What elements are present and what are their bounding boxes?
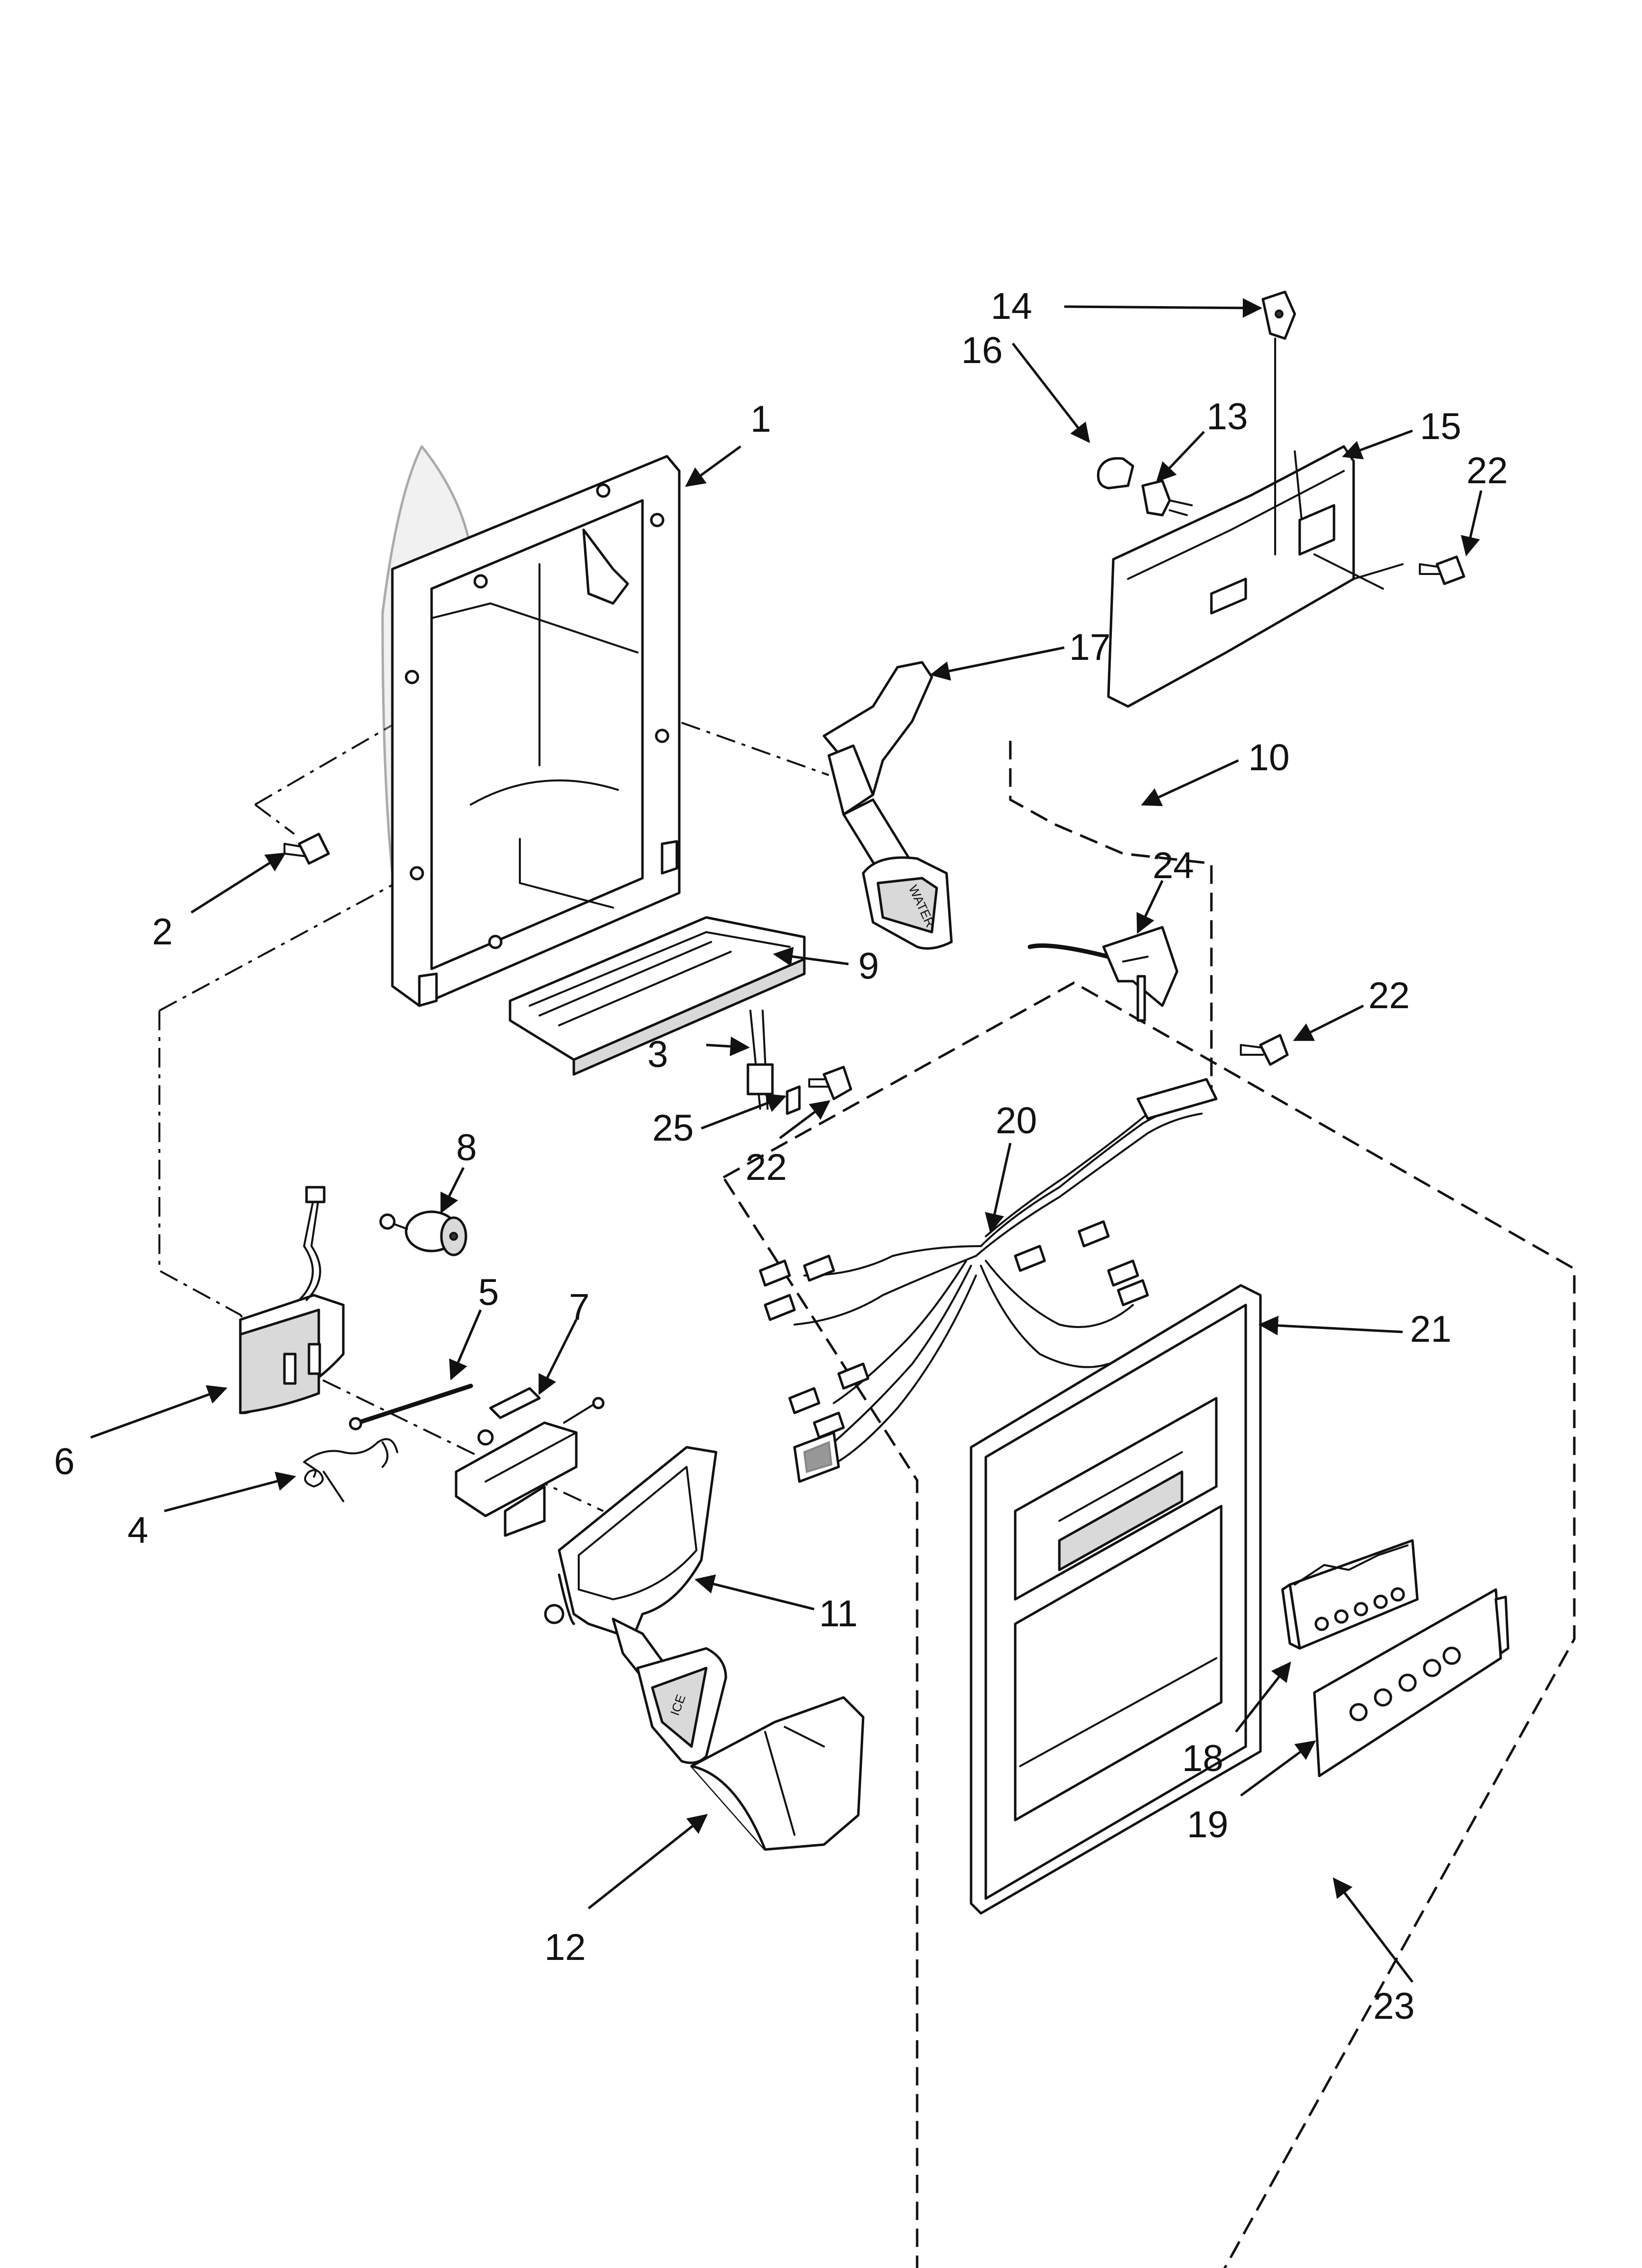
- part-9-drip-tray: [509, 916, 806, 1076]
- callout-4: 4: [128, 1510, 148, 1551]
- part-14-switch: [1261, 290, 1296, 472]
- callout-5: 5: [478, 1272, 499, 1313]
- callout-14: 14: [991, 286, 1032, 327]
- callout-7: 7: [569, 1286, 590, 1328]
- callout-2: 2: [152, 911, 173, 953]
- part-6-actuator: [239, 1186, 345, 1414]
- part-22-screw-top: [1419, 555, 1465, 585]
- part-5-pin: [349, 1383, 473, 1431]
- alignment-line-2b: [254, 804, 295, 835]
- part-11-ice-actuator: ICE: [544, 1446, 727, 1764]
- callout-19: 19: [1187, 1804, 1229, 1846]
- callout-22-center: 22: [745, 1147, 787, 1188]
- part-17-water-actuator: WATER: [822, 661, 953, 950]
- callout-9: 9: [858, 945, 879, 987]
- assembly-10-boundary: [1009, 741, 1213, 1094]
- callout-20: 20: [996, 1100, 1037, 1142]
- part-8-solenoid: [379, 1210, 467, 1256]
- callout-22-right: 22: [1368, 975, 1410, 1017]
- part-2-screw: [283, 833, 330, 865]
- part-4-spring: [303, 1438, 398, 1502]
- part-22-screw-center: [808, 1066, 852, 1100]
- callout-10: 10: [1248, 737, 1290, 779]
- callout-21: 21: [1410, 1308, 1452, 1350]
- callout-25: 25: [652, 1107, 694, 1149]
- callout-3: 3: [647, 1034, 668, 1075]
- part-7-bracket: [455, 1387, 605, 1537]
- part-25-insulator: [786, 1085, 801, 1115]
- part-13-socket: [1141, 479, 1193, 517]
- part-24-lever: [1027, 926, 1179, 1022]
- part-12-ice-chute: [690, 1696, 865, 1851]
- part-15-switch-housing: [1107, 445, 1404, 708]
- callout-13: 13: [1206, 396, 1248, 438]
- part-1-housing: [381, 445, 681, 1007]
- callout-12: 12: [544, 1927, 586, 1968]
- callout-11: 11: [819, 1593, 858, 1635]
- part-20-wire-harness: [759, 1078, 1218, 1483]
- callout-18: 18: [1182, 1738, 1224, 1779]
- callout-1: 1: [750, 398, 771, 440]
- callout-22-top: 22: [1466, 450, 1508, 492]
- callout-16: 16: [961, 330, 1003, 371]
- callout-23: 23: [1373, 1985, 1415, 2027]
- part-16-cap: [1097, 457, 1134, 490]
- part-18-control-board: [1281, 1539, 1419, 1650]
- callout-17: 17: [1069, 626, 1111, 668]
- part-3-clip: [746, 1010, 774, 1110]
- callout-24: 24: [1153, 845, 1194, 886]
- part-19-control-overlay: [1313, 1588, 1510, 1777]
- callout-6: 6: [54, 1441, 75, 1483]
- callout-15: 15: [1420, 406, 1462, 447]
- part-22-screw-right: [1240, 1034, 1289, 1066]
- callout-8: 8: [456, 1127, 477, 1169]
- part-21-front-panel: [970, 1284, 1262, 1915]
